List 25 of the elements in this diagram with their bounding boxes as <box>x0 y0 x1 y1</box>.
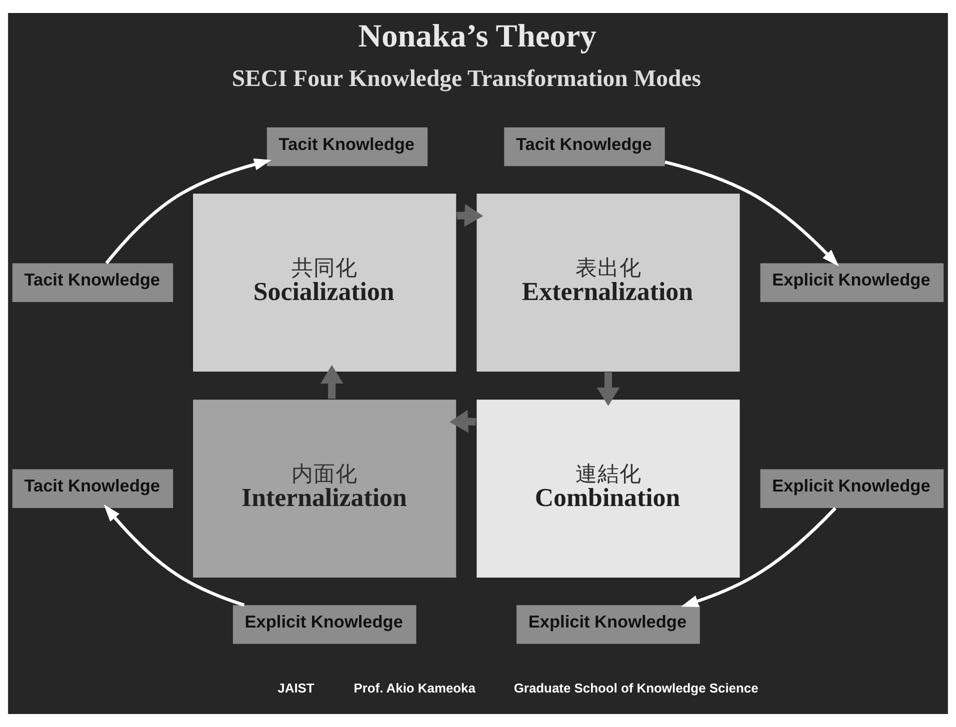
arrow <box>104 504 245 607</box>
node-box: Explicit Knowledge <box>232 605 416 644</box>
node-box: Explicit Knowledge <box>760 469 944 508</box>
node-box: 連結化 Combination <box>476 398 741 579</box>
node-box: 内面化 Internalization <box>192 398 458 579</box>
arrow <box>320 364 344 399</box>
arrow <box>456 204 484 227</box>
node-box: Tacit Knowledge <box>12 469 174 508</box>
node-box: Tacit Knowledge <box>266 127 428 166</box>
label: Prof. Akio Kameoka <box>354 680 476 696</box>
arrow <box>680 506 837 607</box>
node-box: Explicit Knowledge <box>760 263 944 302</box>
arrow <box>664 160 839 266</box>
label: SECI Four Knowledge Transformation Modes <box>232 66 701 92</box>
node-box: 表出化 Externalization <box>476 192 741 373</box>
label: JAIST <box>278 680 314 696</box>
arrow <box>596 372 620 406</box>
node-box: 共同化 Socialization <box>192 192 458 373</box>
label: Graduate School of Knowledge Science <box>514 680 758 696</box>
node-box: Tacit Knowledge <box>504 127 665 166</box>
diagram-title: Nonaka’s Theory <box>358 17 596 54</box>
arrow <box>105 158 272 264</box>
node-box: Tacit Knowledge <box>12 263 174 302</box>
node-box: Explicit Knowledge <box>516 605 700 644</box>
arrow <box>449 410 476 433</box>
